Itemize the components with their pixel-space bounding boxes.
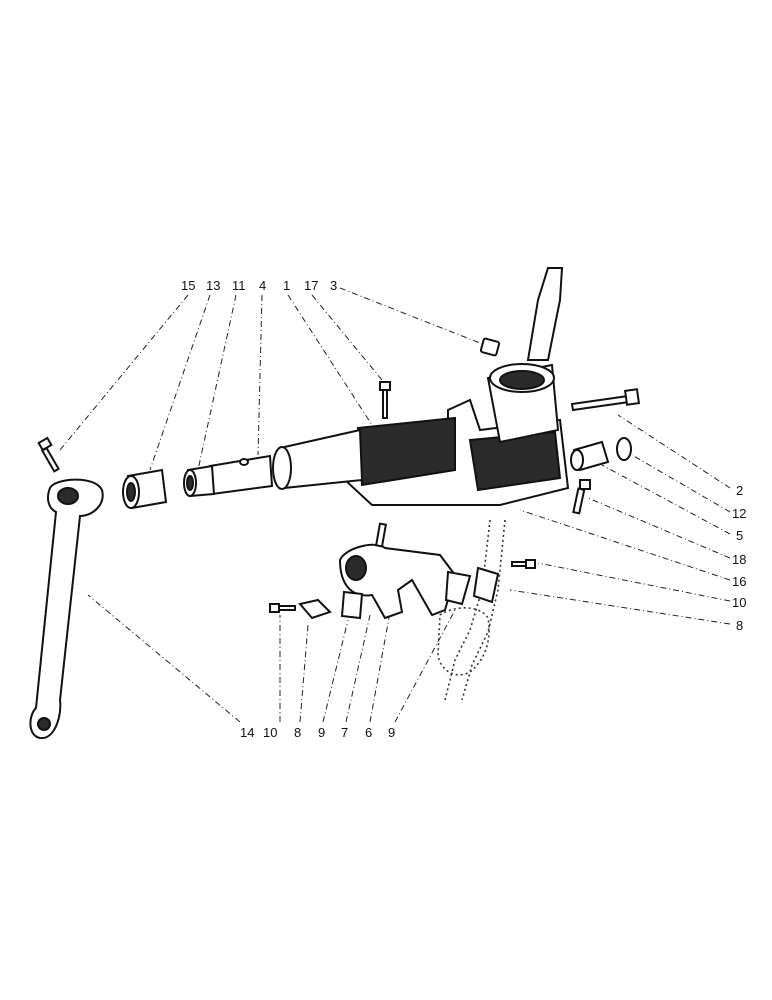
part-13-bush: [122, 468, 168, 510]
callout-1: 1: [283, 278, 290, 293]
callout-5: 5: [736, 528, 743, 543]
callout-10-right: 10: [732, 595, 746, 610]
callout-10-bottom: 10: [263, 725, 277, 740]
leader-9b: [322, 619, 349, 723]
callout-12: 12: [732, 506, 746, 521]
leader-8r: [509, 589, 731, 625]
leader-15: [59, 294, 189, 451]
leader-9c: [394, 609, 456, 723]
part-9-plate-right: [444, 566, 500, 606]
leader-5: [601, 464, 731, 535]
part-14-drop-arm: [29, 478, 104, 740]
leader-lines: [59, 287, 731, 723]
callout-16: 16: [732, 574, 746, 589]
part-4-shaft: [208, 454, 274, 496]
leader-4: [257, 294, 263, 456]
leader-3: [339, 287, 486, 346]
callout-11: 11: [232, 278, 246, 293]
part-5-bush: [570, 440, 610, 472]
part-18-bolt: [572, 479, 591, 515]
part-6-bracket: [338, 522, 457, 620]
callout-9-bottom-left: 9: [318, 725, 325, 740]
leader-2: [617, 414, 731, 489]
leader-6: [369, 611, 391, 723]
leader-18: [587, 497, 731, 559]
callout-18: 18: [732, 552, 746, 567]
part-12-washer: [616, 437, 632, 461]
callout-7: 7: [341, 725, 348, 740]
callout-8-right: 8: [736, 618, 743, 633]
callouts-right: 2 12 5 18 16 10 8: [732, 483, 746, 633]
callout-8-bottom: 8: [294, 725, 301, 740]
leader-17: [311, 294, 383, 381]
leader-10r: [537, 562, 731, 602]
leader-11: [197, 294, 237, 471]
part-10-bolt: [269, 559, 536, 613]
leader-12: [631, 454, 731, 513]
part-8-block: [298, 598, 332, 620]
callout-9-bottom-right: 9: [388, 725, 395, 740]
callouts-bottom: 14 10 8 9 7 6 9: [240, 725, 395, 740]
callout-17: 17: [304, 278, 318, 293]
leader-16: [519, 509, 731, 581]
part-7-plate: [340, 590, 364, 620]
part-3-plug: [479, 337, 501, 357]
steering-column: [437, 267, 564, 701]
leader-7: [345, 614, 371, 723]
part-2-long-bolt: [570, 388, 641, 412]
part-17-bolt: [379, 381, 391, 419]
callout-2: 2: [736, 483, 743, 498]
leader-1: [287, 294, 373, 426]
callout-14: 14: [240, 725, 254, 740]
callout-13: 13: [206, 278, 220, 293]
callout-15: 15: [181, 278, 195, 293]
leader-13: [149, 294, 211, 471]
callout-3: 3: [330, 278, 337, 293]
part-11-sleeve: [183, 464, 216, 498]
leader-8b: [299, 624, 309, 723]
part-15-bolt: [37, 436, 60, 473]
callout-6: 6: [365, 725, 372, 740]
steering-box-housing: [272, 363, 570, 506]
callout-4: 4: [259, 278, 266, 293]
callouts-top: 15 13 11 4 1 17 3: [181, 278, 337, 293]
leader-14: [87, 594, 241, 723]
